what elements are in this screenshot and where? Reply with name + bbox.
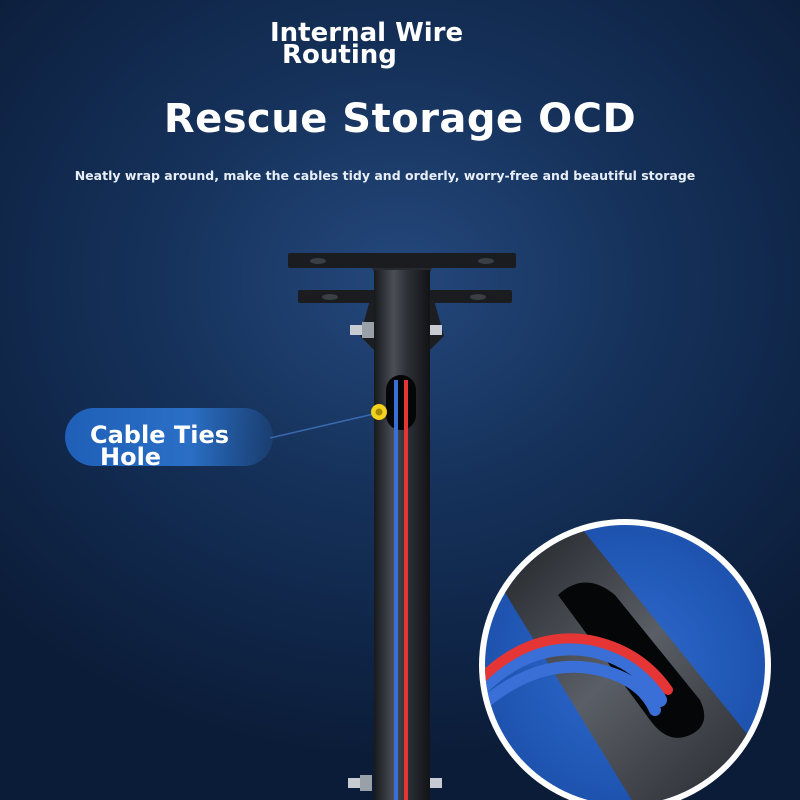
callout-line-1: Cable Ties — [90, 421, 230, 449]
cable-tie-hole-marker-icon — [269, 404, 387, 439]
page-title: Rescue Storage OCD — [163, 96, 637, 142]
section-eyebrow: Internal Wire Routing — [270, 20, 480, 70]
support-pole — [374, 270, 430, 800]
callout-label: Cable Ties Hole — [90, 421, 270, 471]
zoom-detail-inset — [479, 519, 771, 800]
page-subtitle: Neatly wrap around, make the cables tidy… — [74, 168, 696, 183]
eyebrow-line-1: Internal Wire — [270, 18, 464, 48]
side-bolts — [348, 322, 442, 791]
callout-bubble — [65, 408, 273, 466]
eyebrow-line-2: Routing — [282, 40, 397, 70]
callout-line-2: Hole — [100, 443, 162, 471]
